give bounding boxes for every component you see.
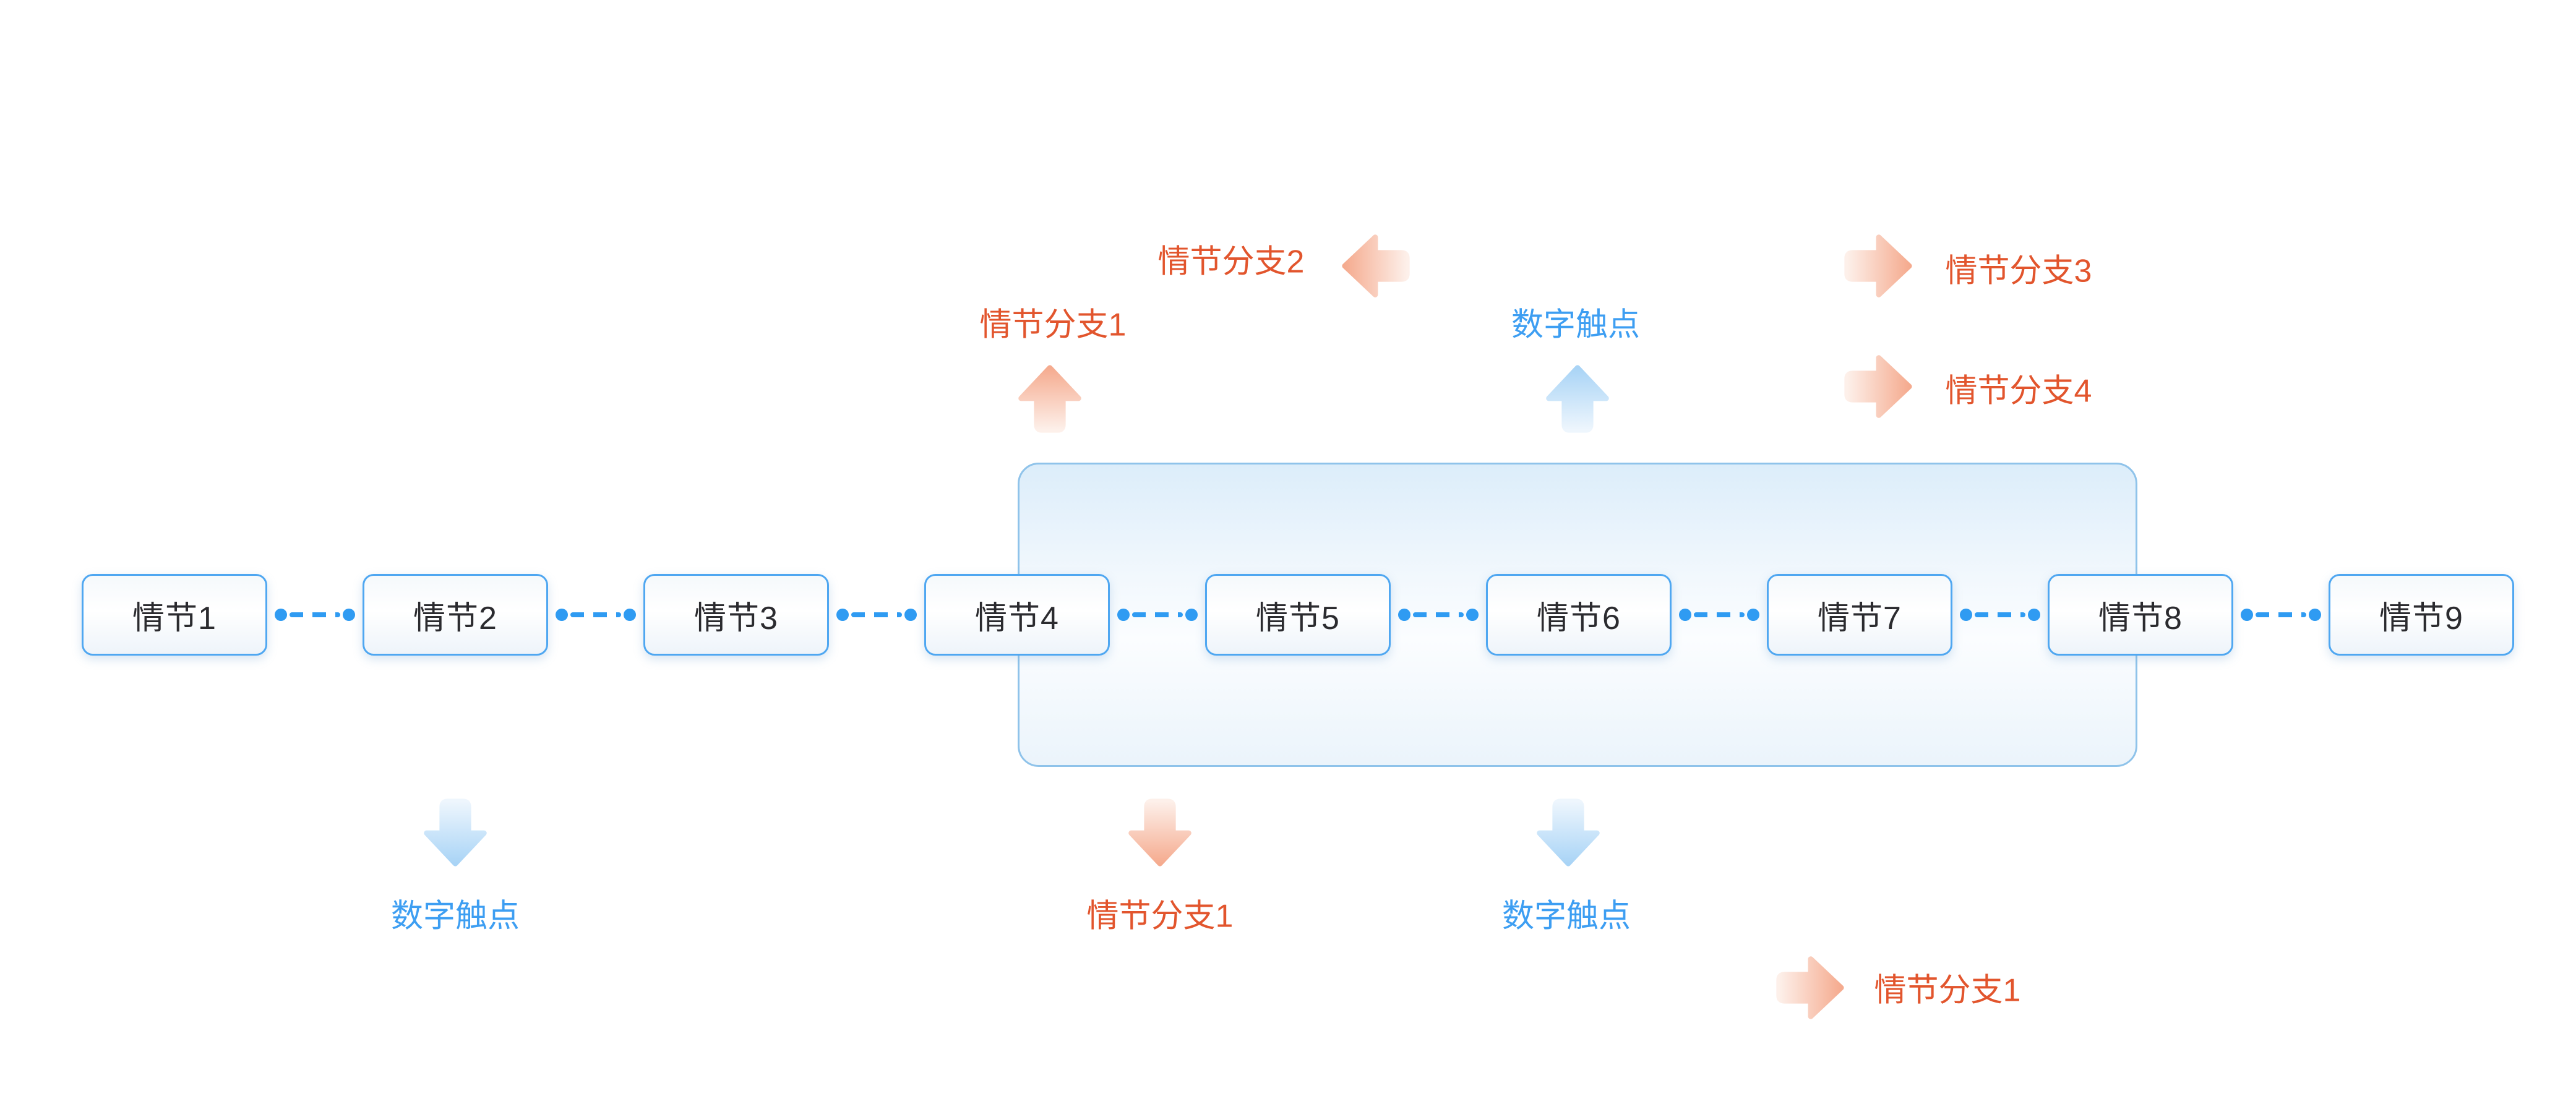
block-arrow-down-icon [419, 796, 491, 868]
label-plot-branch-1-top: 情节分支1 [979, 307, 1127, 343]
label-digital-touchpoint-top: 数字触点 [1511, 307, 1641, 343]
block-arrow-right-icon [1774, 952, 1845, 1024]
plot-node-1[interactable]: 情节1 [82, 574, 267, 656]
timeline-connector [1960, 607, 2040, 623]
plot-node-9[interactable]: 情节9 [2329, 574, 2514, 656]
block-arrow-right-icon [1842, 351, 1913, 422]
label-plot-branch-3: 情节分支3 [1945, 253, 2092, 289]
label-digital-touchpoint-bottom-mid: 数字触点 [1501, 898, 1631, 935]
timeline-connector [2241, 607, 2321, 623]
block-arrow-down-icon [1124, 796, 1196, 868]
timeline-connector [1398, 607, 1479, 623]
block-arrow-up-icon [1542, 364, 1613, 435]
label-plot-branch-2: 情节分支2 [1157, 244, 1305, 280]
timeline-connector [275, 607, 355, 623]
block-arrow-up-icon [1014, 364, 1086, 435]
label-plot-branch-1-bottom-right: 情节分支1 [1874, 972, 2021, 1009]
timeline-connector [1679, 607, 1759, 623]
plot-node-7[interactable]: 情节7 [1767, 574, 1952, 656]
plot-node-6[interactable]: 情节6 [1486, 574, 1672, 656]
plot-node-8[interactable]: 情节8 [2048, 574, 2233, 656]
block-arrow-down-icon [1532, 796, 1604, 868]
plot-node-3[interactable]: 情节3 [643, 574, 829, 656]
timeline-connector [1117, 607, 1198, 623]
label-plot-branch-4: 情节分支4 [1945, 373, 2092, 409]
plot-node-2[interactable]: 情节2 [363, 574, 548, 656]
timeline-connector [556, 607, 636, 623]
label-digital-touchpoint-bottom-left: 数字触点 [390, 898, 520, 935]
block-arrow-left-icon [1341, 230, 1412, 302]
label-plot-branch-1-bottom: 情节分支1 [1086, 898, 1234, 935]
timeline-row: 情节1 情节2 情节3 情节4 情节5 情节6 情节7 情节8 情节9 [82, 574, 2514, 656]
block-arrow-right-icon [1842, 230, 1913, 302]
plot-node-5[interactable]: 情节5 [1205, 574, 1391, 656]
plot-node-4[interactable]: 情节4 [924, 574, 1110, 656]
timeline-connector [836, 607, 917, 623]
